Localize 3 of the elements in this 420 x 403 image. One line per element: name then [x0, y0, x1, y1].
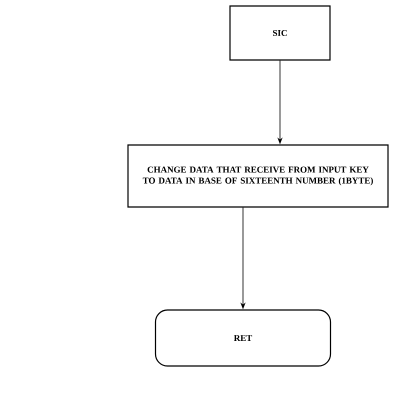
process-box: CHANGE DATA THAT RECEIVE FROM INPUT KEY TO DATA IN BASE OF SIXTEENTH NUMBER (1BYTE) — [127, 144, 389, 208]
terminal-box: RET — [154, 309, 332, 367]
start-box: SIC — [229, 5, 331, 61]
